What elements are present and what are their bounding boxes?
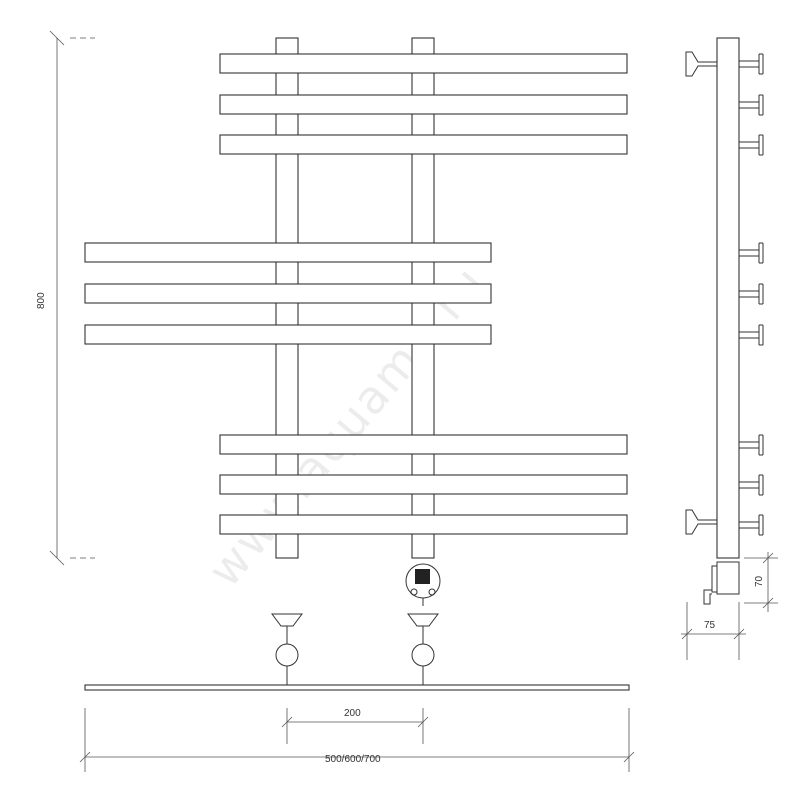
dimension-center-distance [281,708,429,744]
side-riser [716,37,740,559]
bar-middle-2 [84,283,492,304]
dimension-side-depth [681,602,746,660]
bottom-plate [84,684,630,691]
dimension-side-height [744,552,778,612]
watermark: www.aquamir.ru [197,255,496,597]
side-view [685,37,764,605]
bar-upper-1 [219,53,628,74]
center-distance-label: 200 [344,708,361,719]
side-bracket-top [685,51,718,77]
bar-middle-1 [84,242,492,263]
wall-bracket-left [271,613,303,686]
bar-lower-2 [219,474,628,495]
dimension-height [49,30,95,566]
wall-bracket-right [407,613,439,686]
side-bracket-bottom [685,509,718,535]
front-view [84,37,630,691]
width-label: 500/600/700 [325,754,381,765]
side-depth-label: 75 [704,620,716,631]
side-bar-stubs [739,53,764,536]
side-heating-element [703,557,740,605]
bar-lower-3 [219,514,628,535]
height-label: 800 [36,292,47,309]
bar-upper-3 [219,134,628,155]
bar-middle-3 [84,324,492,345]
bar-upper-2 [219,94,628,115]
bar-lower-1 [219,434,628,455]
side-height-label: 70 [754,575,765,587]
dimension-width [79,708,635,772]
heating-element [405,563,441,606]
